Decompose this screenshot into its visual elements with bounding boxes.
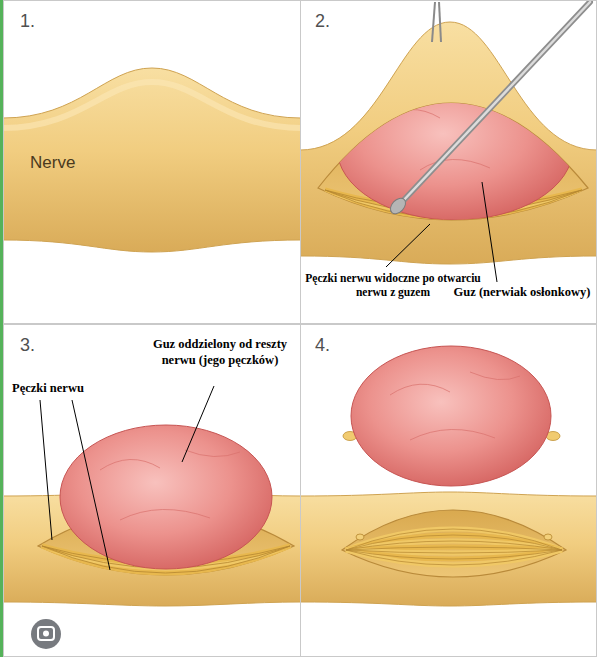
panel-number: 4. (315, 335, 330, 357)
lens-icon-glyph (38, 627, 54, 640)
panel: 1. Nerve (3, 0, 301, 324)
panel-number: 3. (20, 335, 35, 357)
tumor-texture (100, 450, 240, 520)
nerve (300, 492, 597, 606)
incision (342, 510, 566, 577)
probe-tip (387, 195, 408, 216)
part-label: Nerve (30, 153, 75, 173)
tumor (60, 425, 272, 569)
probe (402, 2, 590, 202)
lens-icon (31, 619, 61, 649)
leader-line (482, 182, 497, 282)
cut-fascicle-end (544, 534, 552, 540)
lens-icon-glyph (43, 631, 49, 637)
forceps (432, 2, 435, 42)
panel-number: 2. (315, 11, 330, 33)
panel: 2.Pęczki nerwu widoczne po otwarciu nerw… (300, 0, 597, 324)
panel-4-art (300, 346, 597, 606)
panel: 4. (300, 324, 597, 657)
tumor-texture (390, 372, 520, 440)
callout-label: Pęczki nerwu (12, 381, 84, 397)
panel-3-art (3, 386, 301, 649)
callout-label: Guz (nerwiak osłonkowy) (451, 285, 593, 301)
fascicles (346, 529, 562, 565)
callout-label: Guz oddzielony od reszty nerwu (jego pęc… (144, 337, 296, 368)
panel-2-art (300, 2, 597, 282)
fascicle-outline (346, 529, 562, 565)
tumor (351, 346, 551, 486)
forceps (439, 2, 441, 42)
tumor-texture (380, 95, 520, 170)
cut-fascicle-end (356, 534, 364, 540)
leader-line (72, 400, 110, 570)
panel-number: 1. (20, 11, 35, 33)
nerve-highlight (3, 82, 301, 128)
leader-line (40, 400, 52, 540)
leader-line (182, 386, 214, 462)
nerve (3, 68, 301, 252)
leader-line (386, 224, 430, 267)
panel: 3. Guz oddzielony od reszty nerwu (jego p… (3, 324, 301, 657)
nerve (300, 22, 597, 264)
probe-highlight (402, 2, 590, 202)
panel-1-art (3, 68, 301, 252)
